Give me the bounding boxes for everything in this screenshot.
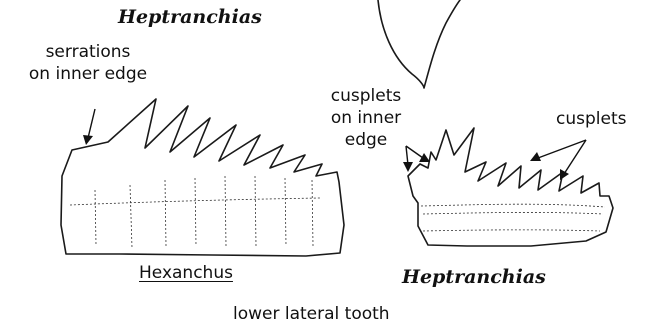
cusplets-label: cusplets (556, 108, 626, 130)
upper-tooth-partial (378, 0, 460, 88)
serrations-label: serrations on inner edge (8, 41, 168, 85)
heptranchias-tooth-root-band (421, 204, 605, 231)
cusplets-inner-edge-line-2: on inner (318, 107, 414, 129)
top-genus-label: Heptranchias (118, 6, 262, 28)
bottom-genus-label: Heptranchias (402, 266, 546, 288)
cusplets-pointer (530, 140, 586, 180)
serrations-pointer (83, 109, 95, 145)
hexanchus-label: Hexanchus (139, 262, 233, 284)
serrations-label-line-2: on inner edge (8, 63, 168, 85)
serrations-label-line-1: serrations (8, 41, 168, 63)
caption: lower lateral tooth (233, 303, 390, 325)
hexanchus-tooth (61, 99, 344, 256)
cusplets-inner-edge-label: cusplets on inner edge (318, 85, 414, 151)
cusplets-inner-edge-line-1: cusplets (318, 85, 414, 107)
hexanchus-tooth-texture (95, 176, 313, 248)
cusplets-inner-edge-line-3: edge (318, 129, 414, 151)
hexanchus-tooth-outline (61, 99, 344, 256)
